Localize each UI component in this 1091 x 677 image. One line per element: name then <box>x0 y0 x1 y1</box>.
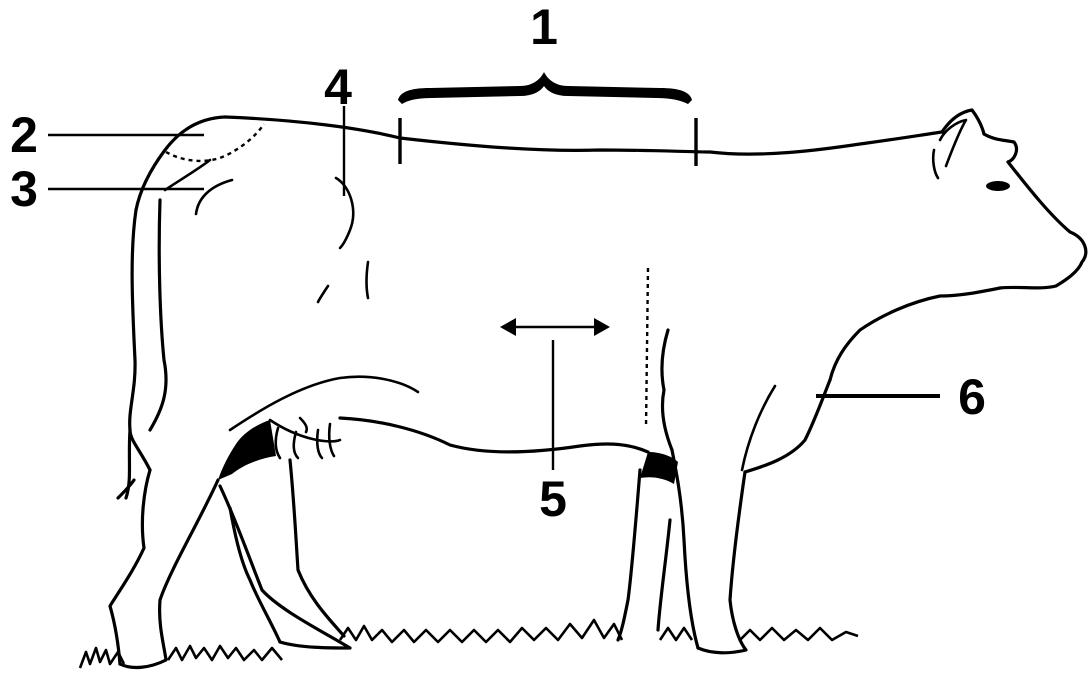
annotation-5: 5 <box>500 268 648 527</box>
annotation-2: 2 <box>10 107 204 163</box>
brace-1 <box>398 72 692 104</box>
eye-icon <box>986 181 1010 191</box>
arrow-left-icon <box>500 318 516 336</box>
label-1: 1 <box>530 0 558 55</box>
annotation-6: 6 <box>816 369 986 425</box>
label-5: 5 <box>539 471 567 527</box>
cow-body-outline <box>110 110 1086 667</box>
label-6: 6 <box>958 369 986 425</box>
label-3: 3 <box>10 161 38 217</box>
label-2: 2 <box>10 107 38 163</box>
label-4: 4 <box>324 59 352 115</box>
annotation-3: 3 <box>10 161 204 217</box>
girth-dotted-line <box>646 268 648 428</box>
arrow-right-icon <box>594 318 610 336</box>
